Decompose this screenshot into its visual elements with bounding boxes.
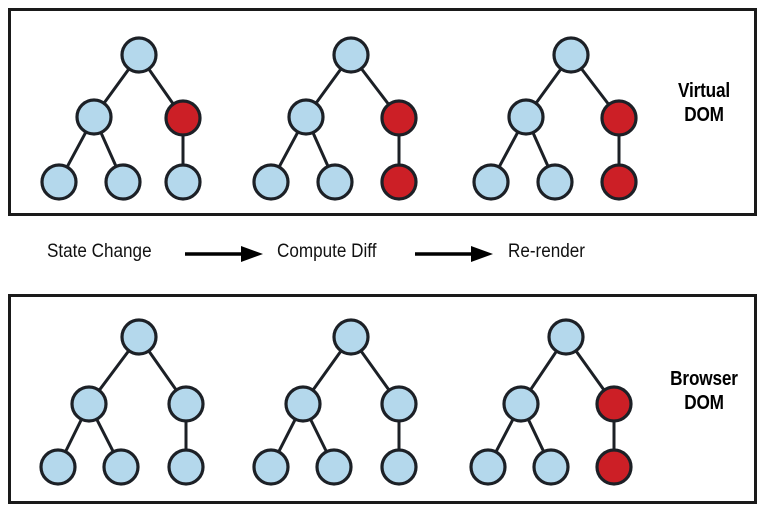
tree-edge: [146, 348, 179, 393]
tree-node-red: [600, 99, 638, 137]
tree-node-blue: [332, 318, 370, 356]
tree-node-blue: [70, 385, 108, 423]
tree-edge: [276, 416, 298, 455]
tree-edge: [310, 348, 344, 393]
tree-node-blue: [315, 448, 353, 486]
panel-label-browser-dom: Browser DOM: [658, 368, 751, 415]
flow-step-compute-diff: Compute Diff: [277, 241, 377, 262]
tree-node-blue: [380, 385, 418, 423]
tree-node-blue: [252, 448, 290, 486]
tree-node-blue: [102, 448, 140, 486]
tree-node-blue: [332, 36, 370, 74]
tree-node-red: [595, 385, 633, 423]
tree-node-blue: [167, 385, 205, 423]
tree-edge: [97, 348, 131, 393]
panel-label-virtual-dom: Virtual DOM: [662, 80, 746, 127]
tree-node-blue: [75, 98, 113, 136]
tree-node-red: [380, 163, 418, 201]
tree-edge: [277, 129, 300, 170]
tree-edge: [358, 348, 392, 393]
virtual-dom-trees: [40, 36, 638, 201]
flow-row: State Change Compute Diff Re-render: [8, 228, 757, 286]
flow-step-re-render: Re-render: [508, 241, 585, 262]
tree-node-blue: [532, 448, 570, 486]
tree-node-red: [595, 448, 633, 486]
tree-edge: [311, 130, 330, 169]
tree-edge: [528, 348, 559, 393]
flow-step-state-change: State Change: [47, 241, 152, 262]
tree-edge: [579, 66, 611, 107]
tree-node-blue: [252, 163, 290, 201]
tree-node-blue: [469, 448, 507, 486]
tree-edge: [99, 130, 118, 169]
browser-dom-trees: [39, 318, 633, 486]
tree-node-blue: [502, 385, 540, 423]
tree-edge: [531, 130, 550, 169]
tree-edge: [573, 348, 607, 393]
tree-edge: [146, 66, 176, 107]
tree-node-blue: [536, 163, 574, 201]
tree-edge: [497, 129, 520, 170]
tree-edge: [313, 66, 344, 106]
tree-node-blue: [120, 318, 158, 356]
tree-node-blue: [167, 448, 205, 486]
tree-edge: [94, 416, 116, 455]
tree-node-blue: [472, 163, 510, 201]
tree-edge: [65, 129, 88, 170]
tree-edge: [533, 66, 564, 106]
tree-edge: [63, 416, 84, 455]
tree-node-red: [164, 99, 202, 137]
tree-node-blue: [284, 385, 322, 423]
panel-label-browser-dom-line1: Browser: [670, 368, 738, 390]
tree-node-blue: [40, 163, 78, 201]
arrow-state-change-to-compute-diff: [183, 244, 265, 264]
tree-node-red: [600, 163, 638, 201]
tree-node-blue: [287, 98, 325, 136]
tree-node-red: [380, 99, 418, 137]
tree-node-blue: [507, 98, 545, 136]
tree-edge: [359, 66, 391, 107]
tree-node-blue: [120, 36, 158, 74]
tree-node-blue: [547, 318, 585, 356]
panel-virtual-dom: [8, 8, 757, 216]
tree-edge: [308, 416, 329, 455]
tree-edge: [526, 416, 546, 455]
tree-edge: [101, 66, 132, 106]
tree-node-blue: [39, 448, 77, 486]
panel-browser-dom: [8, 294, 757, 504]
panel-label-browser-dom-line2: DOM: [684, 391, 724, 414]
arrow-compute-diff-to-re-render: [413, 244, 495, 264]
tree-edge: [493, 416, 516, 455]
tree-node-blue: [316, 163, 354, 201]
panel-label-virtual-dom-line2: DOM: [684, 103, 724, 126]
tree-node-blue: [104, 163, 142, 201]
tree-node-blue: [164, 163, 202, 201]
tree-node-blue: [552, 36, 590, 74]
panel-label-virtual-dom-line1: Virtual: [677, 80, 731, 102]
tree-node-blue: [380, 448, 418, 486]
